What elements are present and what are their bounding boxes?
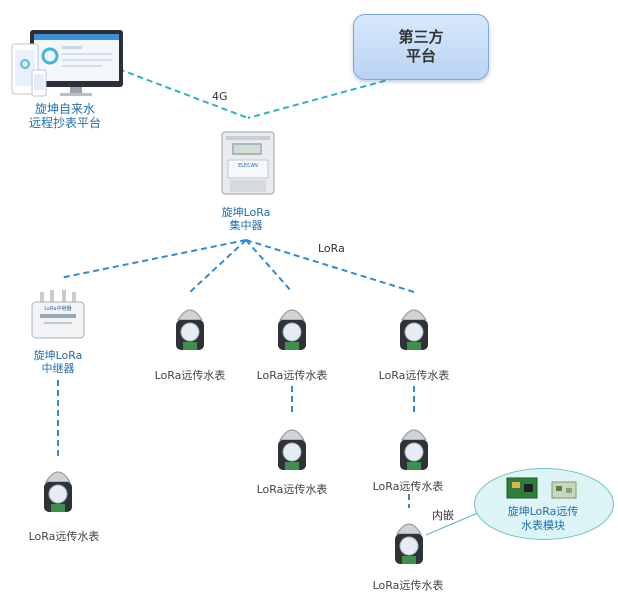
link-concentrator-meter-1 — [189, 239, 247, 293]
water-meter-6-icon — [400, 429, 428, 470]
third-party-line1: 第三方 — [398, 28, 444, 46]
meter-label-3: LoRa远传水表 — [378, 369, 450, 382]
relay-router-icon — [31, 290, 85, 339]
concentrator-label-line1: 旋坤LoRa — [221, 206, 271, 219]
meter-label-7: LoRa远传水表 — [372, 579, 444, 592]
water-meter-4-icon — [44, 471, 72, 512]
meter-label-6: LoRa远传水表 — [372, 480, 444, 493]
relay-label-line1: 旋坤LoRa — [33, 349, 83, 362]
water-meter-1-icon — [176, 309, 204, 350]
relay-device-brand: LoRa中继器 — [44, 306, 72, 312]
concentrator-label: 旋坤LoRa 集中器 — [198, 206, 294, 232]
concentrator-device-brand: ELECAN — [238, 163, 258, 169]
meter-label-5: LoRa远传水表 — [256, 483, 328, 496]
edge-label-lora: LoRa — [318, 242, 345, 255]
edge-label-4g: 4G — [212, 90, 228, 103]
module-label-line2: 水表模块 — [521, 519, 565, 532]
platform-computer-icon — [11, 30, 123, 97]
platform-label: 旋坤自来水 远程抄表平台 — [10, 102, 120, 130]
third-party-platform-box: 第三方 平台 — [353, 14, 489, 80]
third-party-line2: 平台 — [405, 47, 436, 65]
module-label-line1: 旋坤LoRa远传 — [507, 505, 579, 518]
edge-label-embedded: 内嵌 — [432, 509, 454, 522]
link-third-party-concentrator — [247, 77, 396, 119]
relay-label: 旋坤LoRa 中继器 — [10, 349, 106, 375]
relay-label-line2: 中继器 — [41, 362, 75, 375]
platform-label-line2: 远程抄表平台 — [28, 116, 101, 130]
platform-label-line1: 旋坤自来水 — [34, 102, 95, 116]
meter-label-1: LoRa远传水表 — [154, 369, 226, 382]
water-meter-7-icon — [395, 523, 423, 564]
link-concentrator-relay — [59, 239, 247, 279]
link-concentrator-meter-2 — [245, 239, 293, 293]
concentrator-label-line2: 集中器 — [229, 219, 263, 232]
module-label: 旋坤LoRa远传 水表模块 — [488, 505, 598, 533]
meter-label-2: LoRa远传水表 — [256, 369, 328, 382]
module-bubble — [474, 468, 614, 540]
link-embedded-module — [425, 511, 481, 536]
water-meter-2-icon — [278, 309, 306, 350]
concentrator-device-icon — [221, 131, 275, 195]
meter-label-4: LoRa远传水表 — [28, 530, 100, 543]
water-meter-icons — [44, 309, 428, 564]
water-meter-3-icon — [400, 309, 428, 350]
link-platform-concentrator — [99, 61, 249, 119]
water-meter-5-icon — [278, 429, 306, 470]
